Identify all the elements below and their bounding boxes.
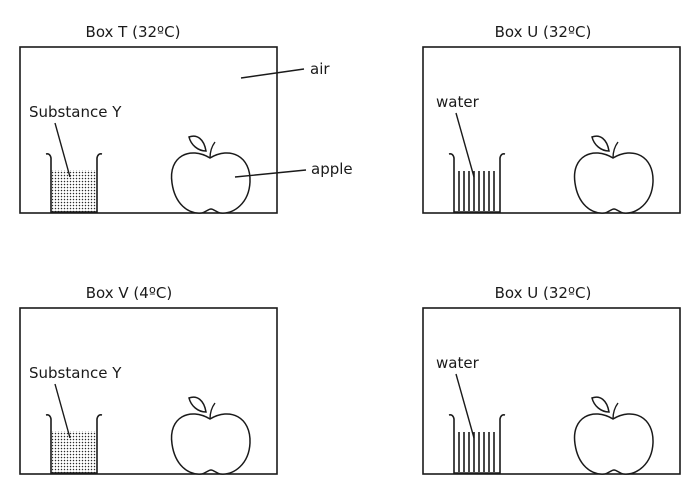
apple-body <box>573 152 654 214</box>
apple-stem <box>209 402 216 420</box>
box-title: Box V (4ºC) <box>86 284 172 302</box>
panel-box-v: Box V (4ºC) Substance Y <box>19 284 278 475</box>
box-title: Box U (32ºC) <box>495 23 592 41</box>
box-outline <box>19 307 278 475</box>
apple-stem <box>612 141 619 159</box>
substance-y-label: Substance Y <box>29 103 122 121</box>
beaker <box>45 414 103 474</box>
apple-stem <box>612 402 619 420</box>
beaker-content-substance <box>52 170 97 212</box>
beaker-outline <box>45 153 103 213</box>
panel-box-u-bottom: Box U (32ºC) water <box>422 284 681 475</box>
beaker <box>448 153 506 213</box>
panel-box-t: Box T (32ºC) Substance Y air apple <box>19 23 353 214</box>
apple <box>573 135 654 214</box>
water-leader <box>455 112 475 178</box>
box-outline <box>422 307 681 475</box>
box-title: Box T (32ºC) <box>86 23 181 41</box>
air-label: air <box>310 60 330 78</box>
beaker <box>448 414 506 474</box>
substance-y-leader <box>54 383 71 439</box>
apple-leaf <box>591 135 610 152</box>
apple-leaf <box>188 135 207 152</box>
apple-body <box>170 413 251 475</box>
panel-box-u-top: Box U (32ºC) water <box>422 23 681 214</box>
apple-stem <box>209 141 216 159</box>
apple-leaf <box>591 396 610 413</box>
beaker-outline <box>45 414 103 474</box>
apple-leader <box>234 169 307 178</box>
substance-y-leader <box>54 122 71 178</box>
box-outline <box>422 46 681 214</box>
water-label: water <box>436 93 480 111</box>
apple <box>170 135 251 214</box>
apple <box>573 396 654 475</box>
beaker <box>45 153 103 213</box>
apple <box>170 396 251 475</box>
air-leader <box>240 68 305 79</box>
beaker-outline <box>448 153 506 213</box>
box-outline <box>19 46 278 214</box>
apple-leaf <box>188 396 207 413</box>
water-label: water <box>436 354 480 372</box>
beaker-content-substance <box>52 431 97 473</box>
beaker-content-water <box>455 170 500 212</box>
apple-body <box>170 152 251 214</box>
box-title: Box U (32ºC) <box>495 284 592 302</box>
apple-label: apple <box>311 160 353 178</box>
beaker-outline <box>448 414 506 474</box>
substance-y-label: Substance Y <box>29 364 122 382</box>
water-leader <box>455 373 475 439</box>
beaker-content-water <box>455 431 500 473</box>
apple-body <box>573 413 654 475</box>
